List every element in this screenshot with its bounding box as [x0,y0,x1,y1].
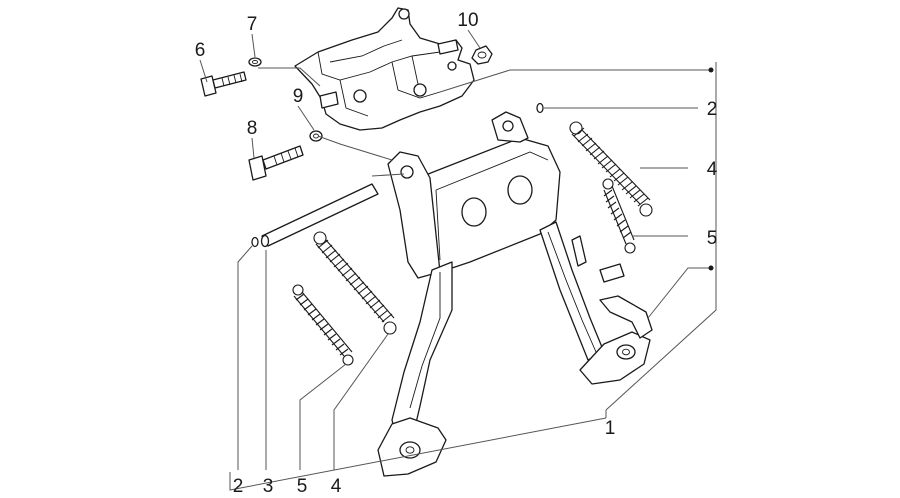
spring-4-top-right [569,121,653,217]
callout-6: 6 [195,40,206,61]
washer-7 [248,57,262,67]
pivot-shaft-3 [260,183,379,248]
mounting-bracket [294,7,475,131]
callout-3: 3 [263,476,274,497]
nut-10 [471,45,493,65]
spring-4-left [313,231,397,335]
callout-4-bottom: 4 [331,476,342,497]
leader-lines [199,29,717,491]
callout-4-right: 4 [707,159,718,180]
callout-7: 7 [247,14,258,35]
washer-9 [309,130,323,142]
callout-1: 1 [605,418,616,439]
circlip-2-left [251,236,259,248]
callout-5-right: 5 [707,228,718,249]
spring-5-right [602,178,636,254]
callout-2-right: 2 [707,99,718,120]
spring-5-left [292,284,354,366]
bolt-8 [248,145,304,181]
callout-5-bottom: 5 [297,476,308,497]
callout-labels: 6 7 10 9 8 2 4 5 1 2 3 5 4 [195,10,718,497]
circlip-2-right [536,102,544,114]
bolt-6 [200,71,247,97]
center-stand-1 [377,111,653,477]
callout-2-bottom: 2 [233,476,244,497]
callout-9: 9 [293,86,304,107]
callout-10: 10 [457,10,478,31]
callout-8: 8 [247,118,258,139]
